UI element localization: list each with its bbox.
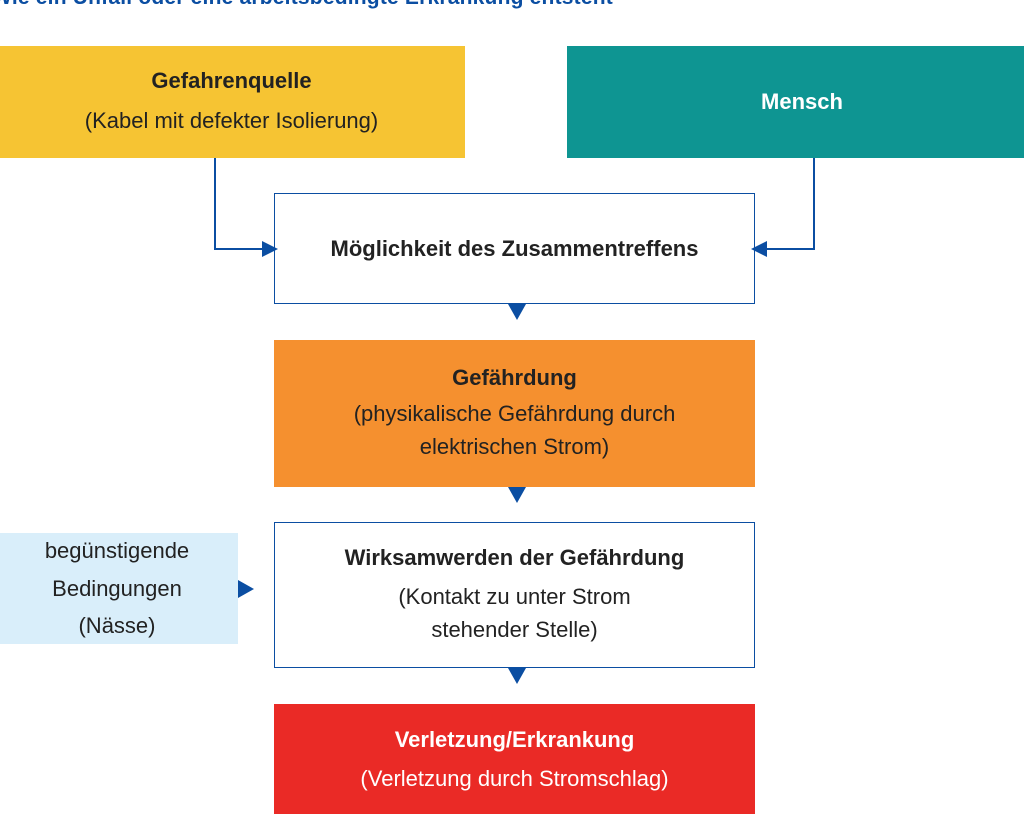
human-title: Mensch xyxy=(761,89,843,115)
conditions-line3: (Nässe) xyxy=(78,613,156,639)
hazard-title: Gefährdung xyxy=(452,364,577,390)
hazard-source-box: Gefahrenquelle (Kabel mit defekter Isoli… xyxy=(0,46,465,158)
conditions-line1: begünstigende xyxy=(44,538,190,564)
diagram-title: Wie ein Unfall oder eine arbeitsbedingte… xyxy=(0,0,613,10)
hazard-note-line1: (physikalische Gefährdung durch xyxy=(353,401,676,427)
hazard-effect-box: Wirksamwerden der Gefährdung (Kontakt zu… xyxy=(274,522,755,668)
arrowhead-right xyxy=(238,580,254,598)
hazard-effect-note-line1: (Kontakt zu unter Strom xyxy=(398,583,631,609)
meeting-possibility-title: Möglichkeit des Zusammentreffens xyxy=(330,235,699,261)
conditions-box: begünstigende Bedingungen (Nässe) xyxy=(0,533,238,644)
arrowhead-down xyxy=(508,487,526,503)
hazard-effect-title: Wirksamwerden der Gefährdung xyxy=(344,545,685,571)
meeting-possibility-box: Möglichkeit des Zusammentreffens xyxy=(274,193,755,304)
arrowhead-right xyxy=(262,241,278,257)
arrowhead-left xyxy=(751,241,767,257)
connector-source-to-meeting xyxy=(214,158,262,250)
injury-note: (Verletzung durch Stromschlag) xyxy=(360,765,669,791)
injury-title: Verletzung/Erkrankung xyxy=(394,727,635,752)
arrowhead-down xyxy=(508,304,526,320)
arrowhead-down xyxy=(508,668,526,684)
hazard-source-note: (Kabel mit defekter Isolierung) xyxy=(84,108,379,134)
injury-box: Verletzung/Erkrankung (Verletzung durch … xyxy=(274,704,755,814)
hazard-source-title: Gefahrenquelle xyxy=(151,67,312,93)
human-box: Mensch xyxy=(567,46,1024,158)
hazard-note-line2: elektrischen Strom) xyxy=(419,434,610,460)
hazard-effect-note-line2: stehender Stelle) xyxy=(431,616,598,642)
connector-human-to-meeting xyxy=(767,158,815,250)
conditions-line2: Bedingungen xyxy=(52,575,182,601)
hazard-box: Gefährdung (physikalische Gefährdung dur… xyxy=(274,340,755,487)
